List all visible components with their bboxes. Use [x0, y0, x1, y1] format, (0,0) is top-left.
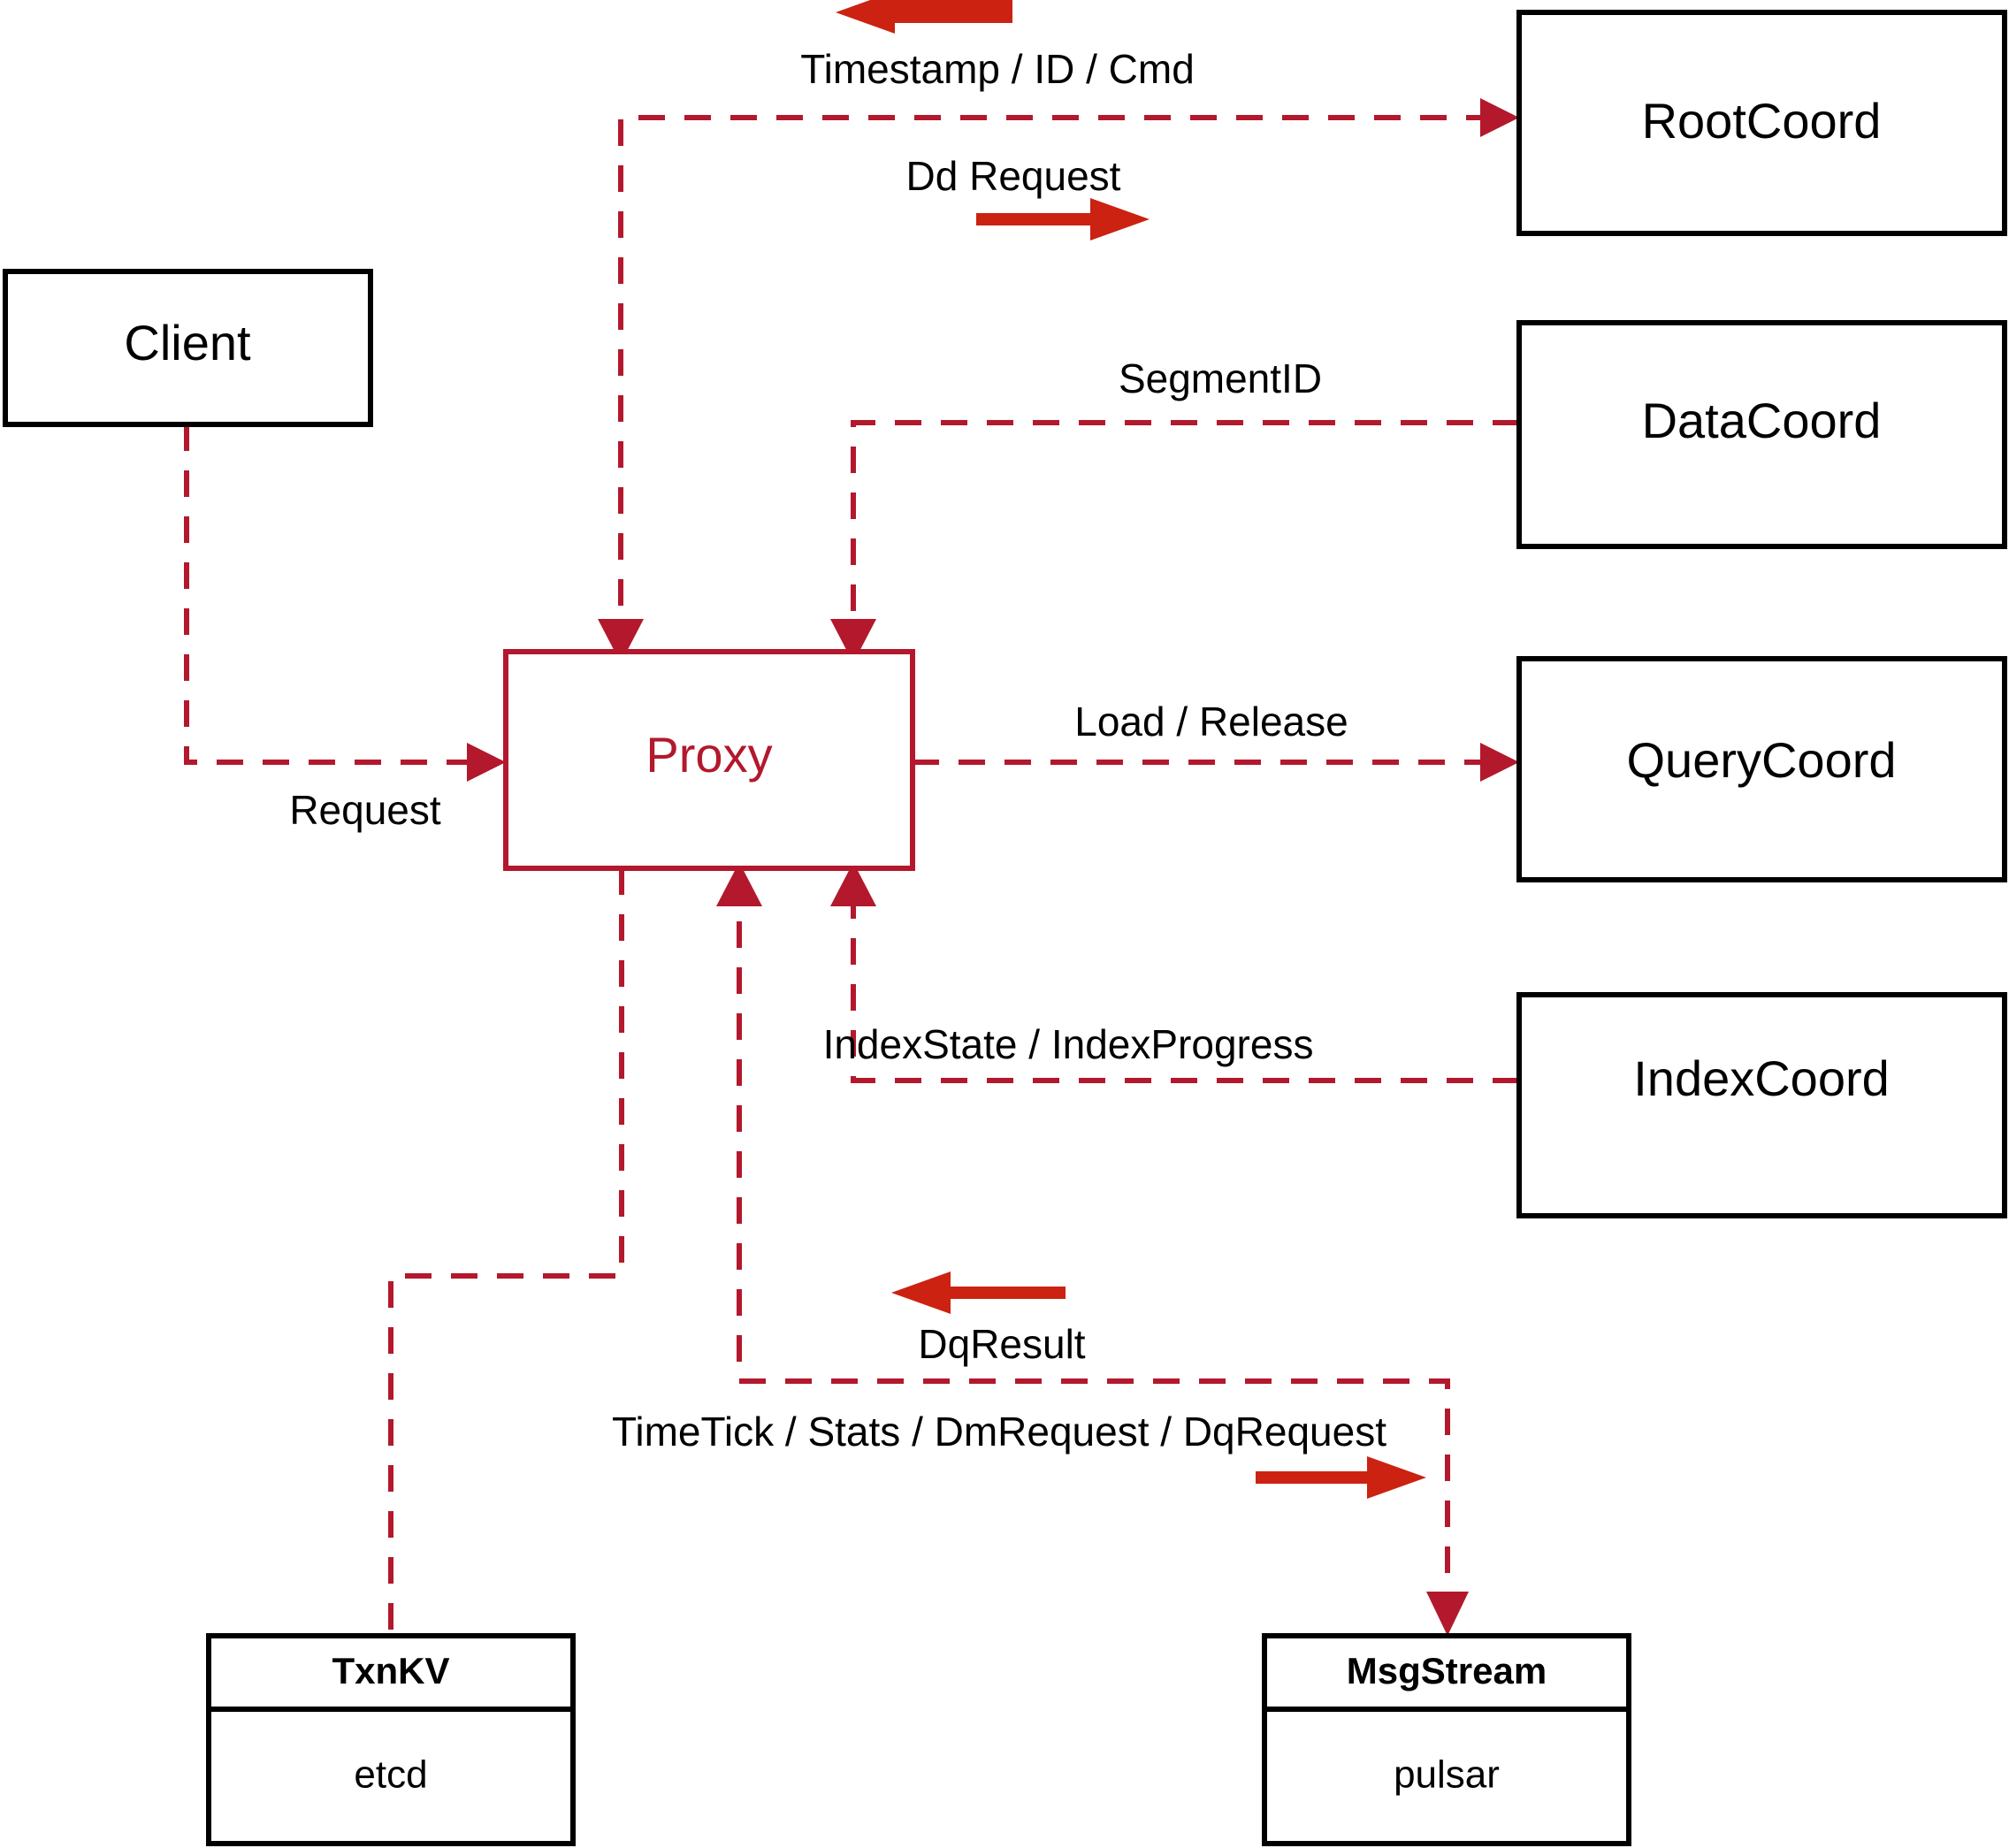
edge-arrowhead-proxy-bottom-right: [830, 862, 876, 906]
edge-arrowhead-proxy-left: [467, 743, 506, 782]
edge-arrowhead-querycoord: [1480, 743, 1519, 782]
node-client-label: Client: [124, 315, 251, 370]
edge-label-timetick-stats-dmrequest-dqrequest: TimeTick / Stats / DmRequest / DqRequest: [612, 1409, 1386, 1455]
edge-line: [618, 115, 1494, 652]
direction-arrow-right-ddrequest: [976, 198, 1150, 241]
node-indexcoord-label: IndexCoord: [1633, 1050, 1890, 1106]
edge-arrowhead-proxy-top-right: [830, 619, 876, 663]
node-msgstream-header: MsgStream: [1347, 1650, 1547, 1691]
node-datacoord-label: DataCoord: [1642, 393, 1882, 448]
edge-datacoord-to-proxy: [830, 420, 1519, 663]
node-indexcoord[interactable]: IndexCoord: [1516, 992, 2007, 1218]
node-querycoord-label: QueryCoord: [1626, 732, 1896, 788]
node-proxy[interactable]: Proxy: [503, 649, 915, 871]
node-client[interactable]: Client: [3, 269, 373, 427]
node-rootcoord-label: RootCoord: [1642, 93, 1882, 149]
node-txnkv[interactable]: TxnKV etcd: [206, 1633, 576, 1846]
edge-label-dd-request: Dd Request: [906, 153, 1121, 199]
edge-label-dqresult: DqResult: [918, 1321, 1085, 1367]
edge-client-to-proxy: [184, 424, 506, 782]
edge-arrowhead-msgstream: [1426, 1592, 1469, 1636]
edge-line: [184, 424, 482, 765]
node-proxy-label: Proxy: [645, 727, 772, 783]
node-querycoord[interactable]: QueryCoord: [1516, 656, 2007, 882]
edge-label-segmentid: SegmentID: [1119, 355, 1322, 401]
direction-arrow-left-dqresult: [891, 1271, 1066, 1314]
edge-label-request: Request: [289, 787, 441, 833]
node-txnkv-body: etcd: [354, 1753, 427, 1797]
edge-arrowhead-proxy-bottom-mid: [716, 862, 762, 906]
node-txnkv-header: TxnKV: [332, 1650, 449, 1691]
edge-proxy-to-querycoord: [913, 743, 1519, 782]
edge-line: [851, 420, 1519, 652]
edge-line: [388, 868, 624, 1636]
node-msgstream[interactable]: MsgStream pulsar: [1262, 1633, 1631, 1846]
node-datacoord[interactable]: DataCoord: [1516, 320, 2007, 549]
direction-arrow-left-timestamp: [836, 0, 1012, 34]
edge-indexcoord-to-proxy: [830, 862, 1519, 1083]
edge-label-load-release: Load / Release: [1074, 699, 1348, 745]
node-msgstream-body: pulsar: [1394, 1753, 1500, 1797]
edge-label-indexstate-indexprogress: IndexState / IndexProgress: [823, 1021, 1314, 1067]
edge-proxy-to-txnkv: [388, 868, 624, 1636]
edge-label-timestamp-id-cmd: Timestamp / ID / Cmd: [800, 46, 1195, 92]
edge-msgstream-proxy: [716, 862, 1469, 1636]
edge-arrowhead-rootcoord: [1480, 98, 1519, 137]
edge-line: [851, 875, 1519, 1083]
edge-line: [737, 875, 1450, 1611]
edge-arrowhead-proxy-top-left: [598, 619, 644, 663]
edge-rootcoord-response: [598, 98, 1519, 663]
node-rootcoord[interactable]: RootCoord: [1516, 10, 2007, 236]
direction-arrow-right-timetick: [1256, 1456, 1426, 1499]
